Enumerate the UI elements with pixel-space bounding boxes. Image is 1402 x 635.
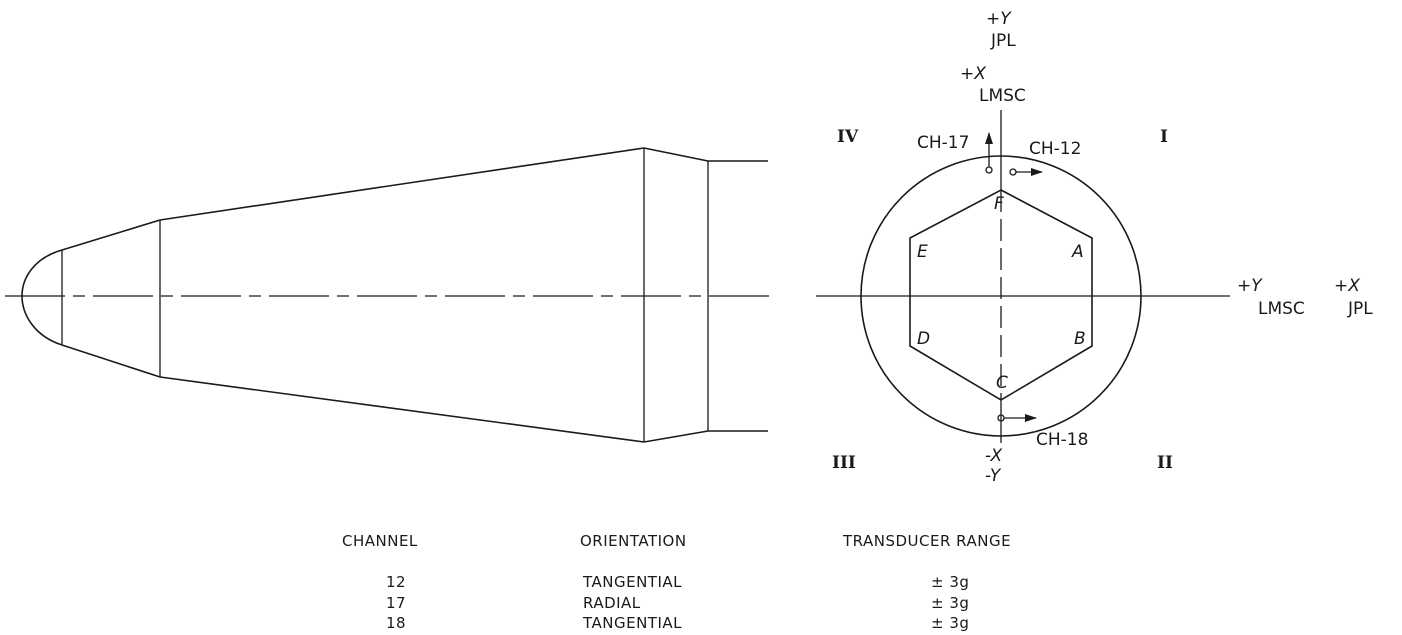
quadrant-ii: II: [1157, 453, 1173, 473]
nose-cap: [21, 249, 63, 346]
top-x-lmsc-label: LMSC: [979, 86, 1026, 106]
vertex-label-d: D: [917, 329, 930, 349]
ch18-accelerometer: [997, 414, 1037, 422]
ch17-accelerometer: [985, 132, 993, 174]
table-header-orientation: ORIENTATION: [580, 532, 687, 550]
main-lower-edge: [159, 376, 645, 443]
vertex-label-c: C: [996, 373, 1008, 393]
channel-table: CHANNEL ORIENTATION TRANSDUCER RANGE 12 …: [342, 532, 1011, 632]
table-header-range: TRANSDUCER RANGE: [842, 532, 1011, 550]
table-row-2-range: ± 3g: [931, 594, 969, 612]
top-y-jpl-label: JPL: [990, 31, 1016, 51]
ch18-label: CH-18: [1036, 430, 1088, 450]
table-row-3-orientation: TANGENTIAL: [582, 614, 682, 632]
vertex-label-f: F: [994, 194, 1004, 214]
table-row-3-channel: 18: [386, 614, 406, 632]
ch12-label: CH-12: [1029, 139, 1081, 159]
boattail-lower-edge: [643, 430, 709, 443]
right-x-jpl-label: JPL: [1347, 299, 1373, 319]
table-row-3-range: ± 3g: [931, 614, 969, 632]
table-row-2-orientation: RADIAL: [583, 594, 641, 612]
shroud-side-view: [5, 147, 770, 443]
bottom-y-label: -Y: [985, 466, 1002, 486]
quadrant-i: I: [1160, 127, 1168, 147]
table-header-channel: CHANNEL: [342, 532, 418, 550]
quadrant-iv: IV: [837, 127, 859, 147]
ch17-label: CH-17: [917, 133, 969, 153]
right-y-lmsc-label: LMSC: [1258, 299, 1305, 319]
table-row-1-orientation: TANGENTIAL: [582, 573, 682, 591]
ch12-accelerometer: [1009, 168, 1043, 176]
boattail-upper-edge: [643, 147, 709, 162]
bottom-x-label: -X: [985, 446, 1003, 466]
top-x-lmsc-symbol: +X: [960, 64, 986, 84]
main-upper-edge: [159, 147, 645, 221]
top-y-jpl-symbol: +Y: [986, 9, 1012, 29]
table-row-1-range: ± 3g: [931, 573, 969, 591]
vertex-label-a: A: [1071, 242, 1084, 262]
end-view: F A E B D C CH-17 CH-12 CH-18 IV I III I…: [816, 9, 1373, 486]
right-x-jpl-symbol: +X: [1334, 276, 1360, 296]
vertex-label-e: E: [917, 242, 928, 262]
cone-lower-edge: [61, 344, 161, 378]
vertex-label-b: B: [1074, 329, 1086, 349]
table-row-1-channel: 12: [386, 573, 406, 591]
cone-upper-edge: [61, 219, 161, 251]
right-y-lmsc-symbol: +Y: [1237, 276, 1263, 296]
quadrant-iii: III: [832, 453, 856, 473]
table-row-2-channel: 17: [386, 594, 406, 612]
